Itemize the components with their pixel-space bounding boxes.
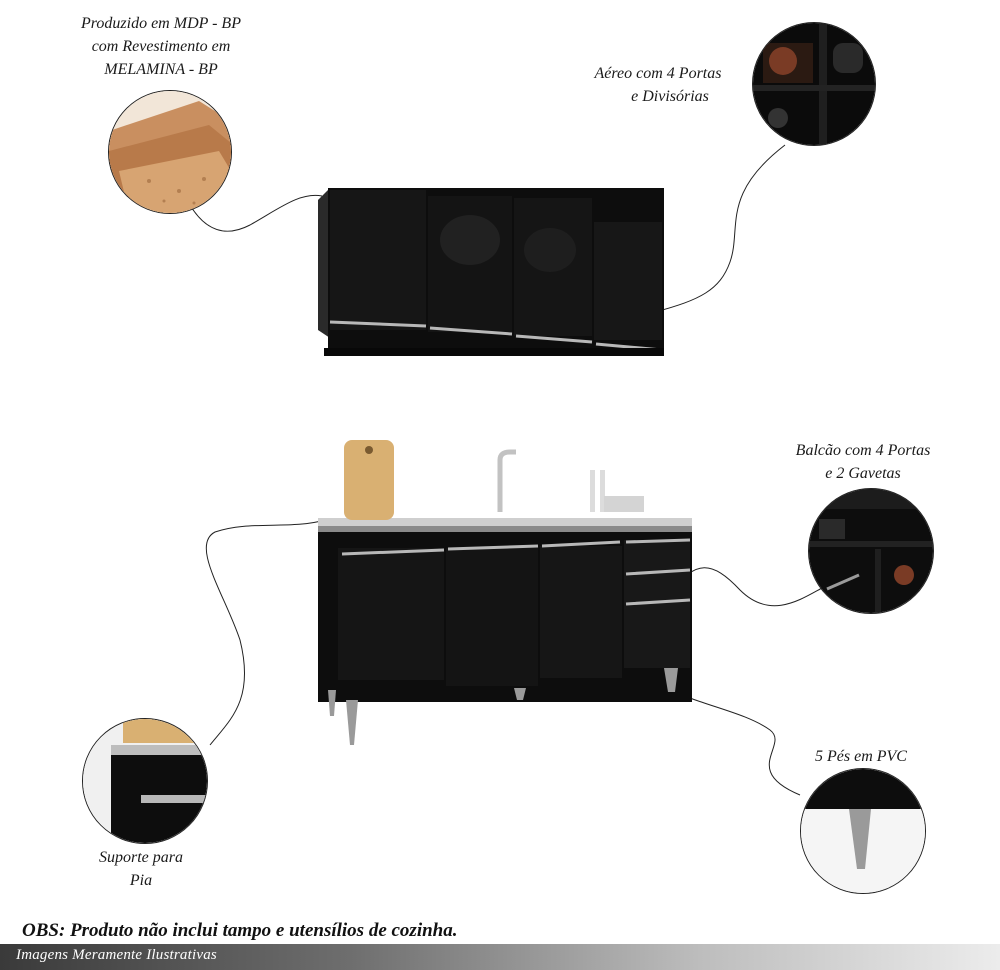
base-cabinet	[318, 440, 692, 745]
callout-base-cabinet: Balcão com 4 Portas e 2 Gavetas	[770, 439, 956, 485]
upper-shelves-detail	[752, 22, 876, 146]
leader-material	[189, 194, 323, 232]
callout-line: 5 Pés em PVC	[815, 748, 907, 765]
callout-line: MELAMINA - BP	[104, 61, 218, 78]
footer-bar: Imagens Meramente Ilustrativas	[0, 944, 1000, 970]
callout-line: Balcão com 4 Portas	[795, 442, 931, 459]
callout-line: com Revestimento em	[91, 38, 231, 55]
callout-upper-cabinet: Aéreo com 4 Portas e Divisórias	[578, 62, 738, 108]
callout-line: e 2 Gavetas	[825, 465, 901, 482]
callout-feet: 5 Pés em PVC	[796, 745, 926, 768]
mdp-material-detail	[108, 90, 232, 214]
leader-feet	[671, 689, 801, 796]
callout-material: Produzido em MDP - BP com Revestimento e…	[60, 12, 262, 81]
footer-disclaimer: Imagens Meramente Ilustrativas	[16, 947, 217, 963]
leader-upper	[654, 144, 786, 313]
callout-line: Suporte para	[99, 849, 183, 866]
sink-support-detail	[82, 718, 208, 844]
leader-support	[205, 519, 326, 746]
leader-base	[671, 567, 823, 607]
product-notice: OBS: Produto não inclui tampo e utensíli…	[22, 920, 458, 941]
foot-detail	[800, 768, 926, 894]
callout-sink-support: Suporte para Pia	[80, 846, 202, 892]
callout-line: Aéreo com 4 Portas	[594, 65, 722, 82]
callout-line: Pia	[129, 872, 153, 889]
callout-line: Produzido em MDP - BP	[81, 15, 241, 32]
drawers-detail	[808, 488, 934, 614]
upper-cabinet	[318, 188, 664, 356]
kitchen-cabinet-illustration	[318, 188, 692, 745]
callout-line: e Divisórias	[631, 88, 709, 105]
